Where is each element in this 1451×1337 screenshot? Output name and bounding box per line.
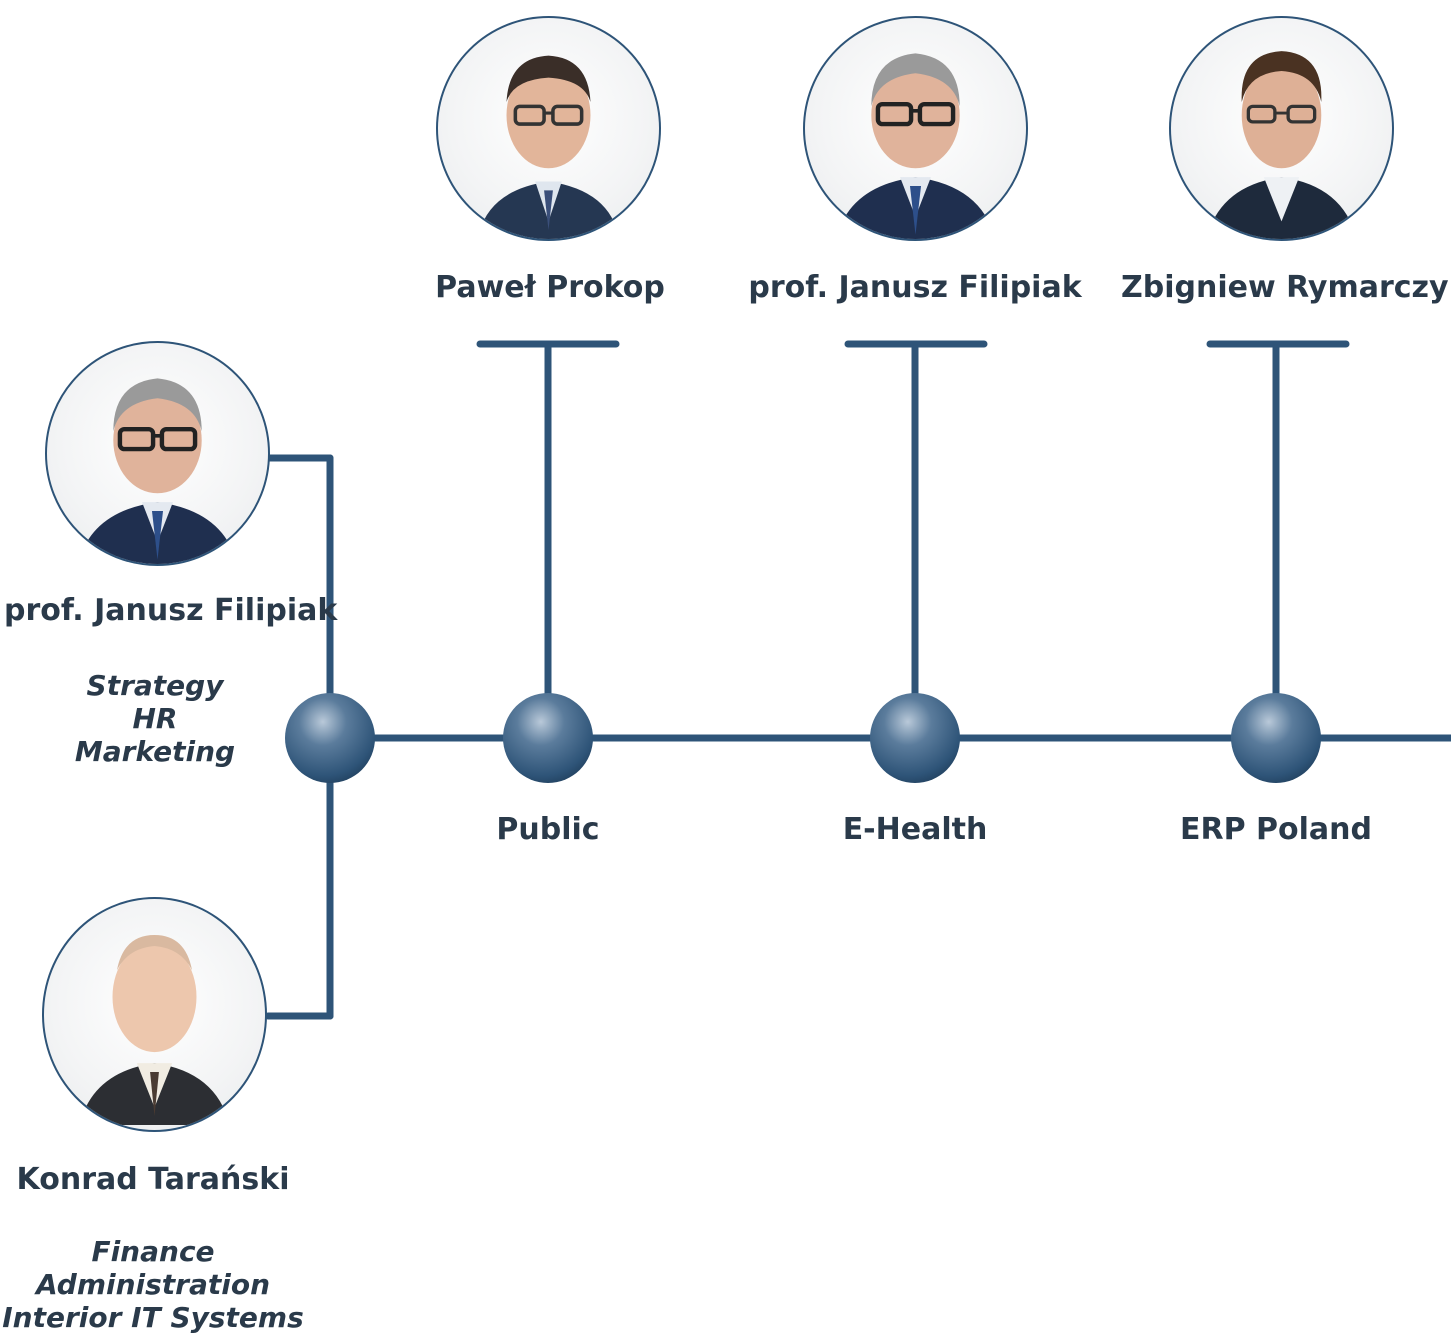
node-ehealth-ball <box>870 693 960 783</box>
role-item: Interior IT Systems <box>2 1301 304 1334</box>
portrait-filipiak-left <box>45 341 270 566</box>
role-item: HR <box>132 702 178 735</box>
role-item: Strategy <box>86 669 224 702</box>
portrait-filipiak-top <box>803 16 1028 241</box>
portrait-prokop <box>436 16 661 241</box>
node-label-public: Public <box>496 812 600 847</box>
person-name-filipiak-top: prof. Janusz Filipiak <box>748 270 1082 305</box>
portrait-taranski <box>42 897 267 1132</box>
roles-taranski: Finance Administration Interior IT Syste… <box>0 1235 306 1334</box>
person-portrait-icon <box>835 53 996 239</box>
person-portrait-icon <box>79 934 230 1125</box>
node-label-erp: ERP Poland <box>1180 812 1372 847</box>
person-name-filipiak-left: prof. Janusz Filipiak <box>4 593 338 628</box>
person-name-prokop: Paweł Prokop <box>435 270 665 305</box>
role-item: Administration <box>35 1268 271 1301</box>
person-portrait-icon <box>1206 51 1357 239</box>
role-item: Finance <box>91 1235 215 1268</box>
person-portrait-icon <box>477 55 620 239</box>
node-erp-ball <box>1231 693 1321 783</box>
hub-node <box>285 693 375 783</box>
role-item: Marketing <box>74 735 236 768</box>
roles-filipiak: Strategy HR Marketing <box>20 669 290 768</box>
person-name-taranski: Konrad Tarański <box>16 1162 290 1197</box>
node-public-ball <box>503 693 593 783</box>
node-label-ehealth: E-Health <box>842 812 988 847</box>
person-portrait-icon <box>77 378 238 564</box>
portrait-rymarczyk <box>1169 16 1394 241</box>
person-name-rymarczyk: Zbigniew Rymarczyk <box>1121 270 1451 305</box>
